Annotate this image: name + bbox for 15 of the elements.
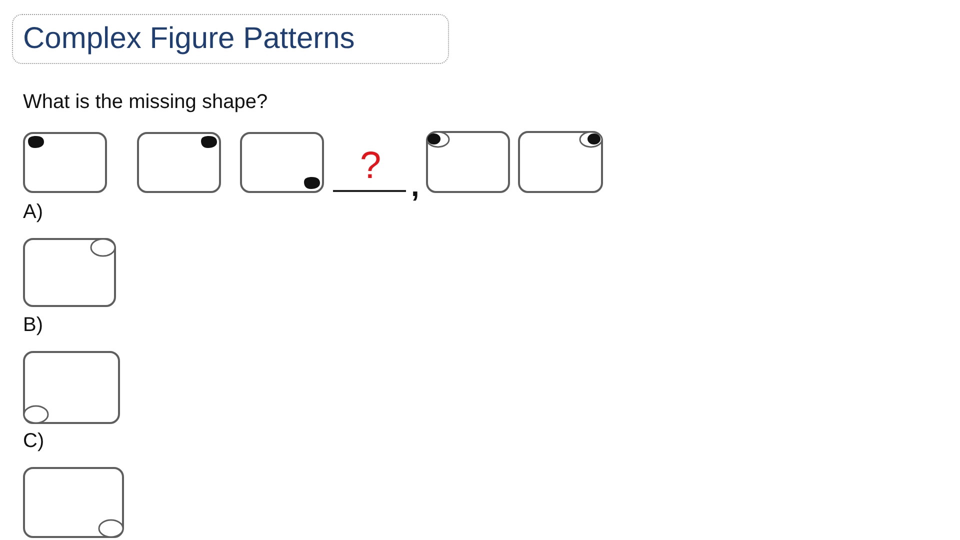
question-mark: ? [360, 146, 382, 186]
option-letter: A) [23, 200, 43, 224]
figure-frame [23, 467, 124, 538]
figure-frame [23, 132, 107, 193]
option-letter: B) [23, 313, 43, 337]
comma: , [411, 172, 420, 202]
figure-frame [23, 351, 120, 424]
figure-frame [137, 132, 221, 193]
figure-frame [240, 132, 324, 193]
figure-frame [518, 131, 603, 193]
title: Complex Figure Patterns [23, 21, 355, 57]
figure-frame [426, 131, 510, 193]
option-letter: C) [23, 429, 44, 453]
question-text: What is the missing shape? [23, 90, 268, 114]
figure-frame [23, 238, 116, 307]
